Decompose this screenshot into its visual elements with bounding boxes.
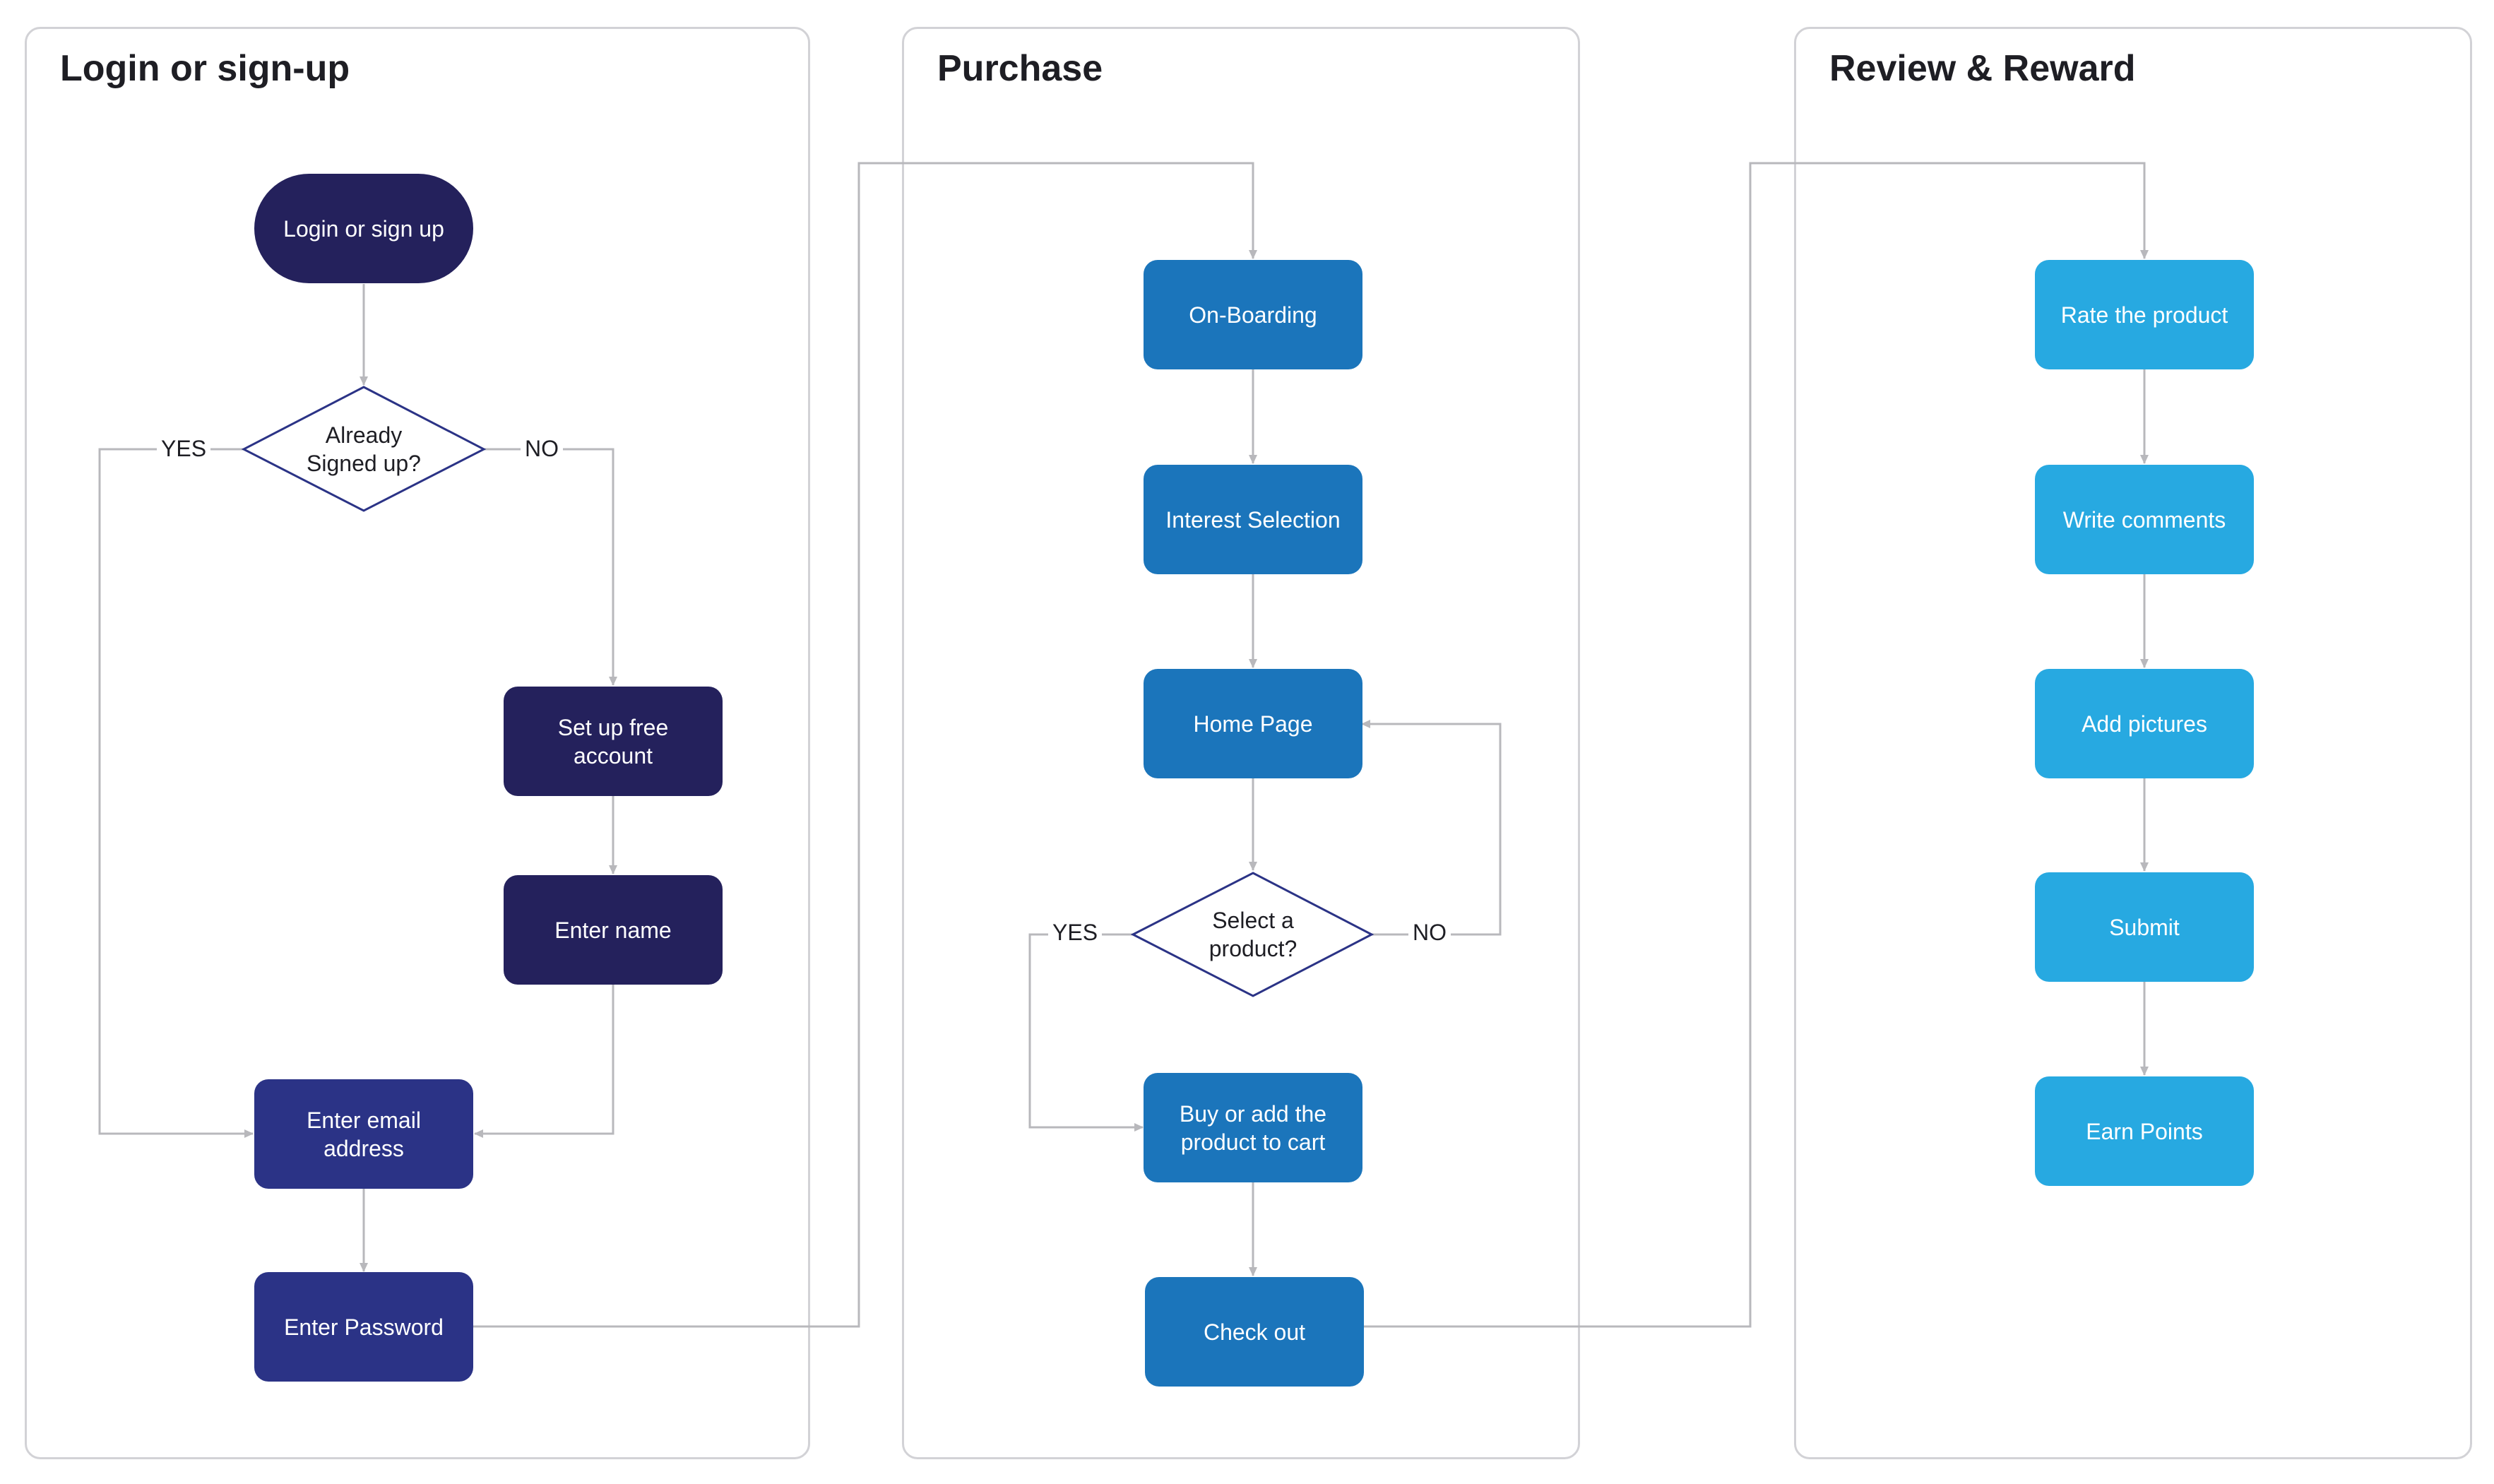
connector-password-to-onboarding [473, 162, 1257, 1328]
connector-signed-yes [98, 448, 254, 1138]
home-page-node[interactable]: Home Page [1144, 669, 1362, 778]
rate-product-node[interactable]: Rate the product [2035, 260, 2254, 369]
enter-email-node[interactable]: Enter email address [254, 1079, 473, 1189]
earn-points-node[interactable]: Earn Points [2035, 1076, 2254, 1186]
add-pictures-node[interactable]: Add pictures [2035, 669, 2254, 778]
product-no-label: NO [1408, 918, 1451, 946]
enter-name-node[interactable]: Enter name [504, 875, 723, 985]
interest-selection-node[interactable]: Interest Selection [1144, 465, 1362, 574]
buy-cart-node[interactable]: Buy or add the product to cart [1144, 1073, 1362, 1182]
login-start-node[interactable]: Login or sign up [254, 174, 473, 283]
already-signed-diamond [241, 386, 487, 512]
login-section-title: Login or sign-up [60, 48, 350, 89]
purchase-section-title: Purchase [937, 48, 1103, 89]
connector-select-yes [1028, 933, 1144, 1132]
onboarding-node[interactable]: On-Boarding [1144, 260, 1362, 369]
connector-name-to-email [474, 983, 614, 1138]
already-signed-text: Already Signed up? [307, 422, 421, 476]
connector-signed-no [484, 448, 617, 686]
signed-yes-label: YES [157, 434, 211, 463]
setup-account-node[interactable]: Set up free account [504, 687, 723, 796]
enter-password-node[interactable]: Enter Password [254, 1272, 473, 1382]
connector-checkout-to-rate [1363, 162, 2149, 1328]
checkout-node[interactable]: Check out [1145, 1277, 1364, 1387]
select-product-text: Select a product? [1209, 908, 1298, 961]
product-yes-label: YES [1048, 918, 1103, 946]
submit-node[interactable]: Submit [2035, 872, 2254, 982]
select-product-diamond [1130, 872, 1374, 997]
write-comments-node[interactable]: Write comments [2035, 465, 2254, 574]
connector-select-no [1361, 720, 1502, 936]
signed-no-label: NO [521, 434, 563, 463]
review-section-title: Review & Reward [1829, 48, 2136, 89]
